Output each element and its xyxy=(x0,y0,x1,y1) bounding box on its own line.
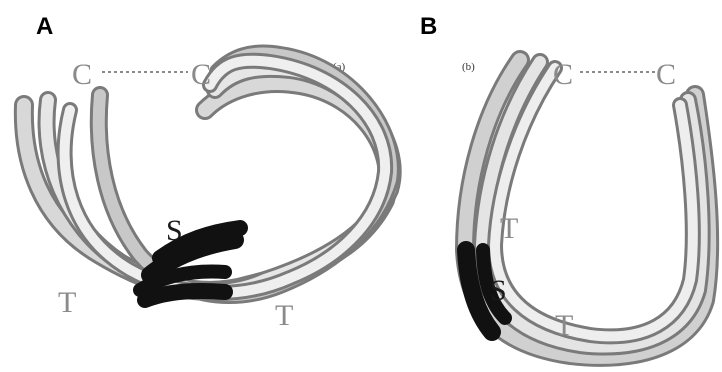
panel-a-s-label: S xyxy=(166,214,183,247)
panel-a: A (a) C C S T T xyxy=(24,13,393,332)
panel-a-letter: A xyxy=(36,13,53,40)
turn-a-3 xyxy=(145,291,225,300)
panel-b-s-label: S xyxy=(490,274,507,307)
panel-a-c-right: C xyxy=(191,58,211,91)
panel-b-tag: (b) xyxy=(462,61,475,73)
ribbon-bundle-b xyxy=(465,60,709,357)
panel-a-t-right: T xyxy=(275,299,293,332)
panel-b-c-right: C xyxy=(656,58,676,91)
panel-b-t-bottom: T xyxy=(555,309,573,342)
panel-a-t-left: T xyxy=(58,286,76,319)
panel-b-t-top: T xyxy=(500,212,518,245)
panel-b-letter: B xyxy=(420,13,437,40)
panel-a-c-left: C xyxy=(72,58,92,91)
panel-b: B (b) C C T S T xyxy=(420,13,709,357)
panel-b-c-left: C xyxy=(553,58,573,91)
strand-b-3 xyxy=(495,68,693,336)
